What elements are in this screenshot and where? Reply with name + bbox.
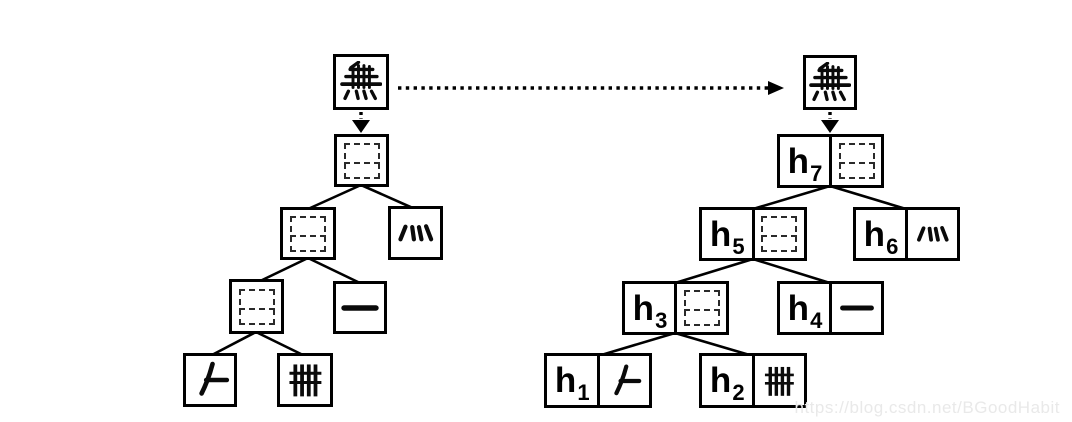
left-node-level4-left <box>229 279 284 334</box>
left-node-level3-left <box>280 207 336 260</box>
glyph-cell <box>829 137 881 185</box>
tally-strokes-icon <box>284 359 326 401</box>
left-node-level4-right <box>333 281 387 334</box>
left-leaf-slash <box>183 353 237 407</box>
tally-strokes-icon <box>760 362 798 400</box>
arrowhead-right-icon <box>768 81 784 95</box>
placeholder-box-icon <box>683 290 720 326</box>
four-dots-radical-icon <box>395 212 437 254</box>
glyph-cell <box>596 356 650 405</box>
wu-character-icon <box>809 62 851 104</box>
wu-character-icon <box>340 61 382 103</box>
glyph-cell <box>905 210 957 258</box>
one-stroke-icon <box>838 289 876 327</box>
left-root-node <box>333 54 389 110</box>
right-expand-dotted-arrow <box>821 112 839 133</box>
placeholder-box-icon <box>238 288 275 325</box>
glyph-cell <box>674 284 726 332</box>
slash-stroke-icon <box>605 362 643 400</box>
placeholder-box-icon <box>290 215 326 252</box>
left-leaf-tally <box>277 353 333 407</box>
slash-stroke-icon <box>189 359 231 401</box>
glyph-cell <box>829 284 881 332</box>
placeholder-box-icon <box>838 143 875 179</box>
left-expand-dotted-arrow <box>352 112 370 133</box>
placeholder-box-icon <box>761 216 798 252</box>
arrowhead-down-icon <box>821 120 839 133</box>
one-stroke-icon <box>339 287 381 329</box>
left-node-level3-right <box>388 206 443 260</box>
root-mapping-dotted-arrow <box>398 81 784 95</box>
right-root-node <box>803 55 857 110</box>
right-tree-edges <box>597 184 907 358</box>
left-tree-edges <box>209 183 416 358</box>
placeholder-box-icon <box>343 142 380 179</box>
watermark: https://blog.csdn.net/BGoodHabit <box>794 398 1060 417</box>
glyph-cell <box>751 210 805 258</box>
left-node-level2 <box>334 134 389 187</box>
arrowhead-down-icon <box>352 120 370 133</box>
four-dots-radical-icon <box>914 215 952 253</box>
glyph-cell <box>751 356 805 405</box>
